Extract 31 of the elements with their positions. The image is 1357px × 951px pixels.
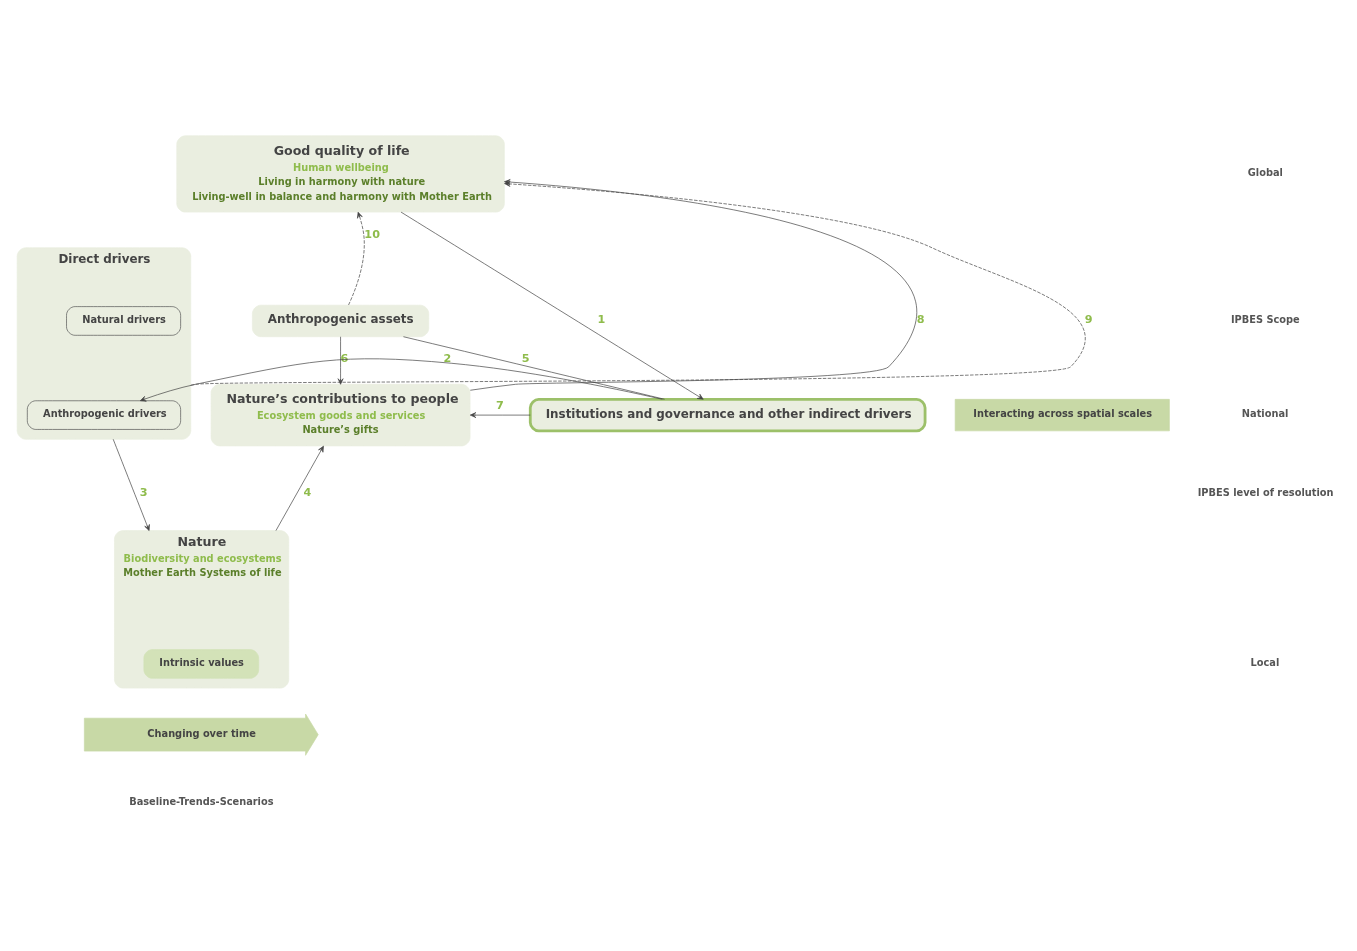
node-box: Natural drivers [66, 305, 181, 336]
edge-label: 9 [1084, 312, 1093, 326]
node-box: Good quality of life Human wellbeing Living in harmony with nature Living-well in balance and harmony with Mother Earth [176, 134, 505, 212]
node-box: Interacting across spatial scales [954, 398, 1170, 431]
arrow [400, 211, 704, 400]
label: IPBES level of resolution [1197, 486, 1334, 498]
label: National [1241, 407, 1289, 419]
node-box: Institutions and governance and other indirect drivers [528, 397, 927, 432]
edge-label: 3 [139, 485, 148, 499]
label: IPBES Scope [1230, 313, 1300, 325]
arrow [275, 445, 324, 531]
edge-label: 7 [495, 398, 504, 412]
node-box: Nature’s contributions to people Ecosystem goods and services Nature’s gifts [210, 383, 471, 446]
arrow [469, 411, 531, 418]
edge-label: 4 [303, 485, 312, 499]
edge-label: 2 [443, 351, 452, 365]
arrow [139, 358, 663, 402]
edge-label: 5 [521, 351, 530, 365]
node-box: Intrinsic values [143, 648, 260, 679]
label: Global [1247, 166, 1283, 178]
arrow [348, 211, 365, 305]
node-box: Anthropogenic assets [252, 304, 430, 337]
arrow [112, 438, 150, 531]
edge-label: 8 [916, 312, 925, 326]
arrow [337, 335, 344, 385]
edge-label: 1 [597, 312, 606, 326]
edge-label: 10 [364, 227, 380, 241]
node-box: Anthropogenic drivers [26, 399, 181, 430]
label: Baseline-Trends-Scenarios [129, 795, 274, 807]
label: Local [1250, 656, 1280, 668]
connector [403, 335, 665, 400]
